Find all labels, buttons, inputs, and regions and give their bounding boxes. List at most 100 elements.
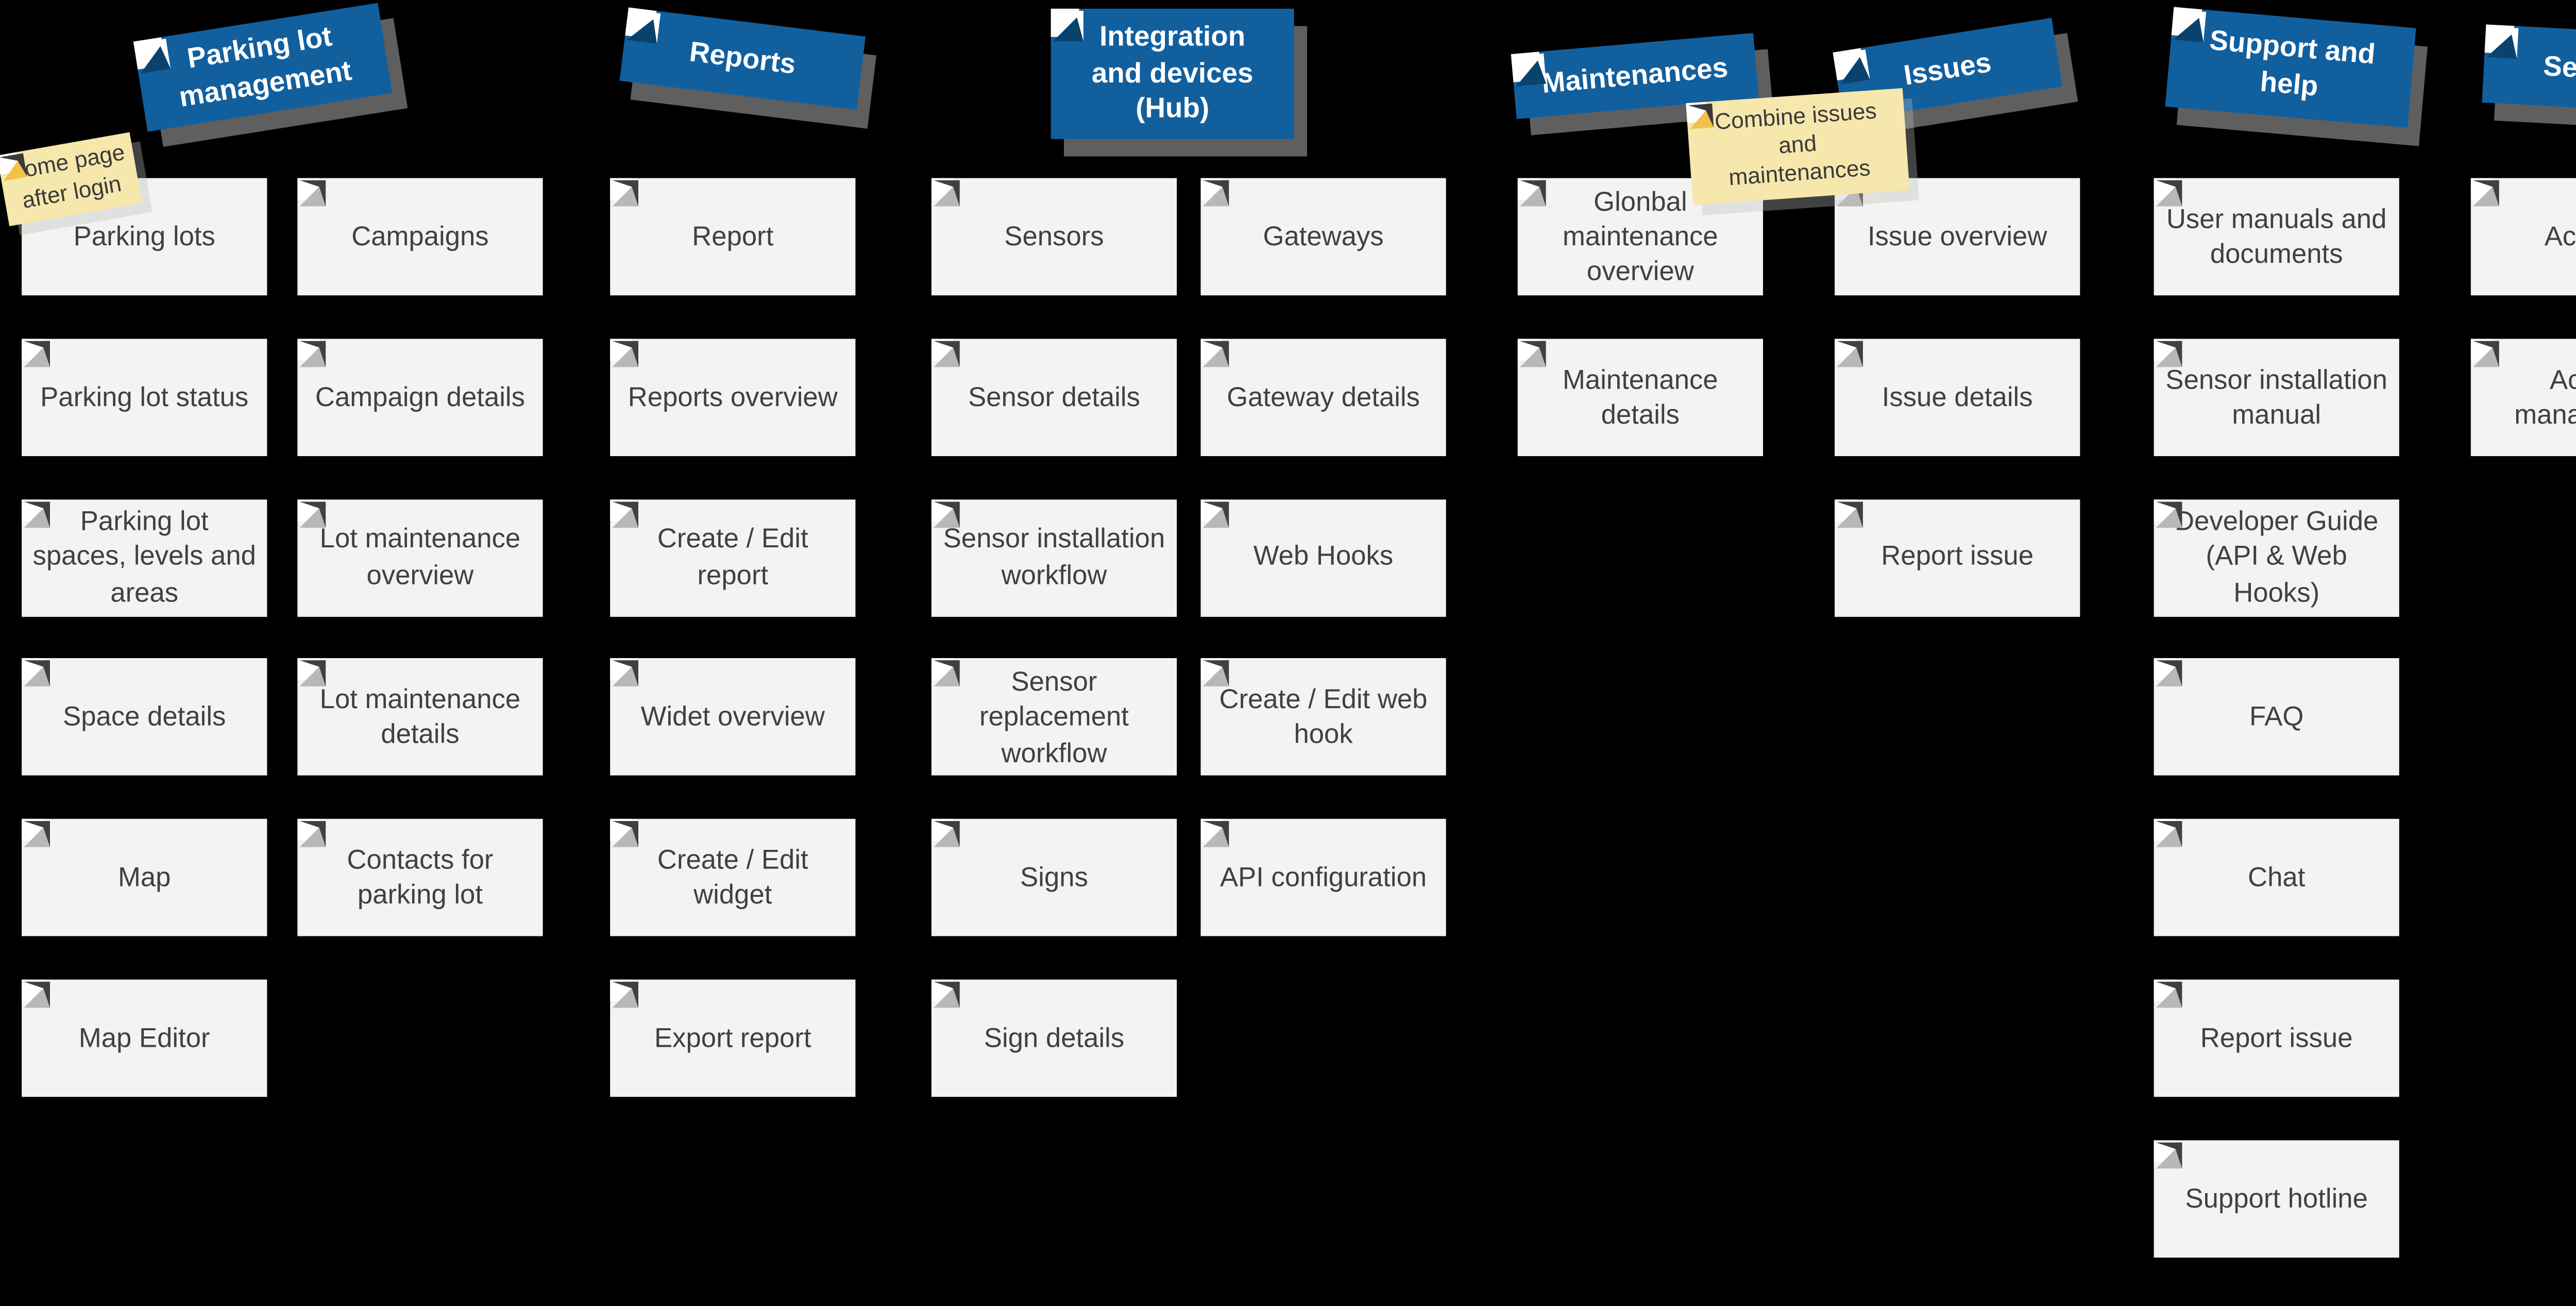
page-card-label: Issue details <box>1882 381 2033 412</box>
folded-corner-icon <box>297 819 326 848</box>
page-card[interactable]: Sensor installation manual <box>2154 338 2399 456</box>
page-card-label: Sensor installation workflow <box>943 524 1165 590</box>
page-card[interactable]: Lot maintenance details <box>297 659 543 777</box>
folded-corner-icon <box>1200 338 1229 367</box>
page-card-label: Parking lot spaces, levels and areas <box>32 506 256 608</box>
page-card-label: Space details <box>63 702 226 733</box>
folded-corner-icon <box>2154 1140 2182 1168</box>
page-card-label: Create / Edit widget <box>657 845 808 911</box>
folded-corner-icon <box>22 498 50 527</box>
column-header-reports[interactable]: Reports <box>619 7 866 110</box>
page-card[interactable]: Sensor details <box>931 338 1177 456</box>
page-card[interactable]: Developer Guide (API & Web Hooks) <box>2154 498 2399 616</box>
page-card-label: Report <box>692 221 774 252</box>
page-card-label: Sensor details <box>968 381 1140 412</box>
page-card[interactable]: Sensors <box>931 178 1177 296</box>
sticky-note-combine-issues-maintenances[interactable]: Combine issues and maintenances <box>1686 88 1910 205</box>
page-card[interactable]: User manuals and documents <box>2154 178 2399 296</box>
column-header-settings[interactable]: Settings <box>2482 24 2576 115</box>
folded-corner-icon <box>1200 178 1229 207</box>
folded-corner-icon <box>2470 338 2499 367</box>
page-card[interactable]: Account <box>2470 178 2576 296</box>
folded-corner-icon <box>931 659 960 688</box>
page-card[interactable]: FAQ <box>2154 659 2399 777</box>
page-card-label: Account <box>2544 221 2576 252</box>
page-card[interactable]: Issue overview <box>1835 178 2080 296</box>
page-card-label: Contacts for parking lot <box>347 845 494 911</box>
page-card[interactable]: Campaigns <box>297 178 543 296</box>
page-card[interactable]: Export report <box>610 979 856 1097</box>
page-card-label: Web Hooks <box>1253 542 1394 573</box>
page-card-label: Maintenance details <box>1563 364 1718 430</box>
page-card-label: Gateway details <box>1227 381 1420 412</box>
page-card[interactable]: Space details <box>22 659 267 777</box>
column-header-label: Reports <box>688 34 798 80</box>
page-card[interactable]: Create / Edit report <box>610 498 856 616</box>
folded-corner-icon <box>2154 979 2182 1008</box>
page-card[interactable]: Sign details <box>931 979 1177 1097</box>
page-card[interactable]: Access management <box>2470 338 2576 456</box>
page-card[interactable]: Parking lot status <box>22 338 267 456</box>
column-header-integration-and-devices-hub[interactable]: Integration and devices (Hub) <box>1050 8 1294 139</box>
folded-corner-icon <box>931 178 960 207</box>
folded-corner-icon <box>1517 178 1546 207</box>
page-card[interactable]: Issue details <box>1835 338 2080 456</box>
page-card-label: Gateways <box>1263 221 1384 252</box>
page-card[interactable]: Campaign details <box>297 338 543 456</box>
column-header-label: Issues <box>1901 44 1993 91</box>
page-card-label: Export report <box>654 1023 811 1053</box>
page-card[interactable]: Lot maintenance overview <box>297 498 543 616</box>
page-card[interactable]: API configuration <box>1200 819 1446 937</box>
folded-corner-icon <box>22 659 50 688</box>
folded-corner-icon <box>2154 178 2182 207</box>
page-card-label: Parking lot status <box>40 381 249 412</box>
page-card[interactable]: Map <box>22 819 267 937</box>
page-card-label: Create / Edit report <box>657 524 808 590</box>
folded-corner-icon <box>610 498 639 527</box>
page-card[interactable]: Signs <box>931 819 1177 937</box>
folded-corner-icon <box>133 37 166 70</box>
column-header-label: Support and help <box>2208 24 2377 103</box>
folded-corner-icon <box>610 979 639 1008</box>
page-card-label: Issue overview <box>1867 221 2047 252</box>
page-card-label: Access management <box>2514 364 2576 430</box>
column-header-parking-lot-management[interactable]: Parking lot management <box>133 3 393 132</box>
page-card[interactable]: Chat <box>2154 819 2399 937</box>
folded-corner-icon <box>297 178 326 207</box>
page-card[interactable]: Parking lot spaces, levels and areas <box>22 498 267 616</box>
page-card-label: Report issue <box>2200 1023 2353 1053</box>
column-header-support-and-help[interactable]: Support and help <box>2165 7 2416 128</box>
page-card[interactable]: Report <box>610 178 856 296</box>
page-card[interactable]: Contacts for parking lot <box>297 819 543 937</box>
page-card[interactable]: Report issue <box>2154 979 2399 1097</box>
page-card-label: Support hotline <box>2185 1183 2368 1214</box>
page-card[interactable]: Reports overview <box>610 338 856 456</box>
folded-corner-icon <box>610 819 639 848</box>
page-card[interactable]: Support hotline <box>2154 1140 2399 1258</box>
folded-corner-icon <box>931 979 960 1008</box>
page-card[interactable]: Gateways <box>1200 178 1446 296</box>
folded-corner-icon <box>931 498 960 527</box>
page-card[interactable]: Widet overview <box>610 659 856 777</box>
page-card[interactable]: Create / Edit web hook <box>1200 659 1446 777</box>
folded-corner-icon <box>2484 24 2515 54</box>
page-card[interactable]: Sensor installation workflow <box>931 498 1177 616</box>
page-card-label: Sign details <box>984 1023 1125 1053</box>
page-card[interactable]: Sensor replacement workflow <box>931 659 1177 777</box>
page-card[interactable]: Gateway details <box>1200 338 1446 456</box>
page-card[interactable]: Map Editor <box>22 979 267 1097</box>
page-card[interactable]: Report issue <box>1835 498 2080 616</box>
folded-corner-icon <box>2154 498 2182 527</box>
column-header-label: Settings <box>2543 48 2576 87</box>
page-card[interactable]: Web Hooks <box>1200 498 1446 616</box>
page-card[interactable]: Maintenance details <box>1517 338 1764 456</box>
page-card-label: Create / Edit web hook <box>1219 684 1428 750</box>
folded-corner-icon <box>610 659 639 688</box>
folded-corner-icon <box>1835 338 1863 367</box>
page-card[interactable]: Create / Edit widget <box>610 819 856 937</box>
folded-corner-icon <box>2154 338 2182 367</box>
folded-corner-icon <box>22 819 50 848</box>
folded-corner-icon <box>610 178 639 207</box>
folded-corner-icon <box>22 338 50 367</box>
sticky-note-text: Home page after login <box>6 141 127 214</box>
